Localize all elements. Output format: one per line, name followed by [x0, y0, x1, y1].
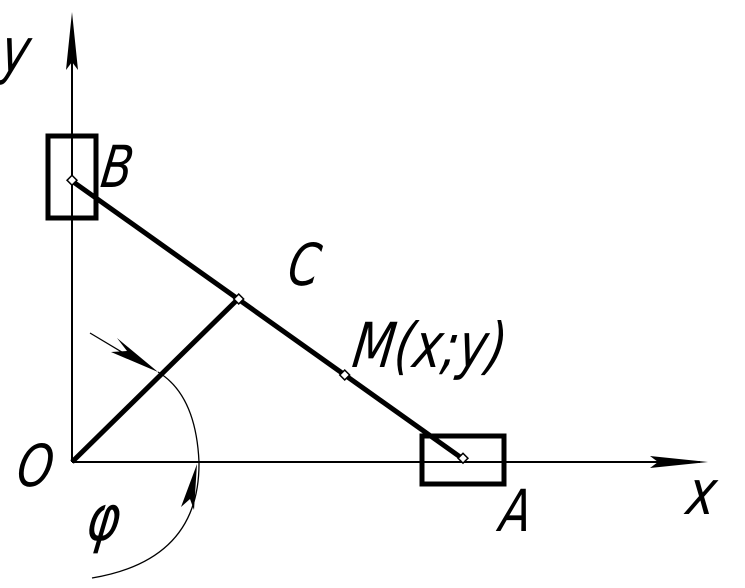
angle-arrow-upper-head — [111, 338, 158, 372]
point-m-label: M(x;y) — [348, 309, 512, 382]
y-axis-arrow — [66, 12, 78, 70]
slider-b — [45, 133, 99, 221]
joint-a — [456, 452, 470, 465]
x-axis-arrow — [650, 456, 708, 468]
slider-a — [419, 433, 507, 487]
joint-c — [232, 292, 245, 306]
angle-arrow-lower-head — [181, 464, 197, 510]
crank-oc — [70, 297, 240, 464]
rod-ab — [70, 178, 465, 462]
joint-b — [65, 174, 79, 187]
joint-m — [338, 368, 351, 382]
angle-arc — [91, 371, 200, 579]
